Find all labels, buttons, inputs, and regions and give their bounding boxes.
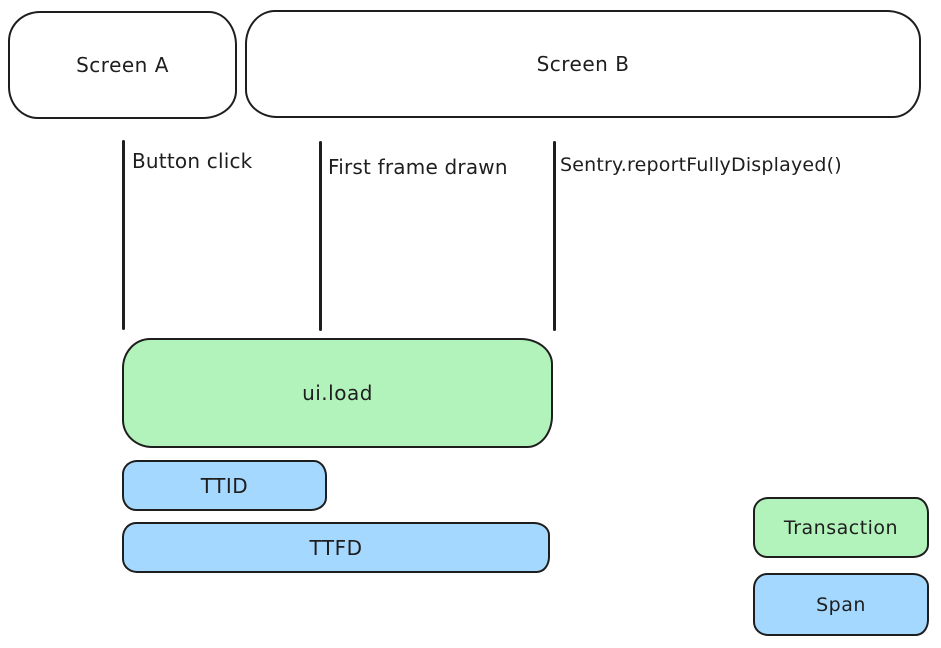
- legend-transaction-label: Transaction: [783, 516, 899, 539]
- screen-a-label: Screen A: [76, 53, 169, 77]
- report-fully-displayed-label: Sentry.reportFullyDisplayed(): [560, 154, 842, 176]
- first-frame-drawn-label: First frame drawn: [328, 155, 508, 179]
- legend-span-label: Span: [816, 593, 866, 616]
- ttid-label: TTID: [200, 473, 249, 498]
- ttfd-span-bar: TTFD: [122, 522, 550, 573]
- screen-b-box: Screen B: [245, 10, 921, 118]
- first-frame-drawn-marker-line: [319, 141, 322, 331]
- legend-span-box: Span: [753, 573, 929, 636]
- button-click-label: Button click: [132, 149, 253, 173]
- legend-transaction-box: Transaction: [753, 497, 929, 558]
- ui-load-transaction-bar: ui.load: [122, 338, 553, 448]
- screen-a-box: Screen A: [8, 11, 237, 119]
- ttfd-label: TTFD: [309, 535, 363, 560]
- button-click-marker-line: [122, 140, 125, 330]
- screen-b-label: Screen B: [536, 52, 630, 76]
- ttid-span-bar: TTID: [122, 460, 327, 511]
- ui-load-label: ui.load: [302, 381, 373, 405]
- report-fully-displayed-marker-line: [553, 141, 556, 331]
